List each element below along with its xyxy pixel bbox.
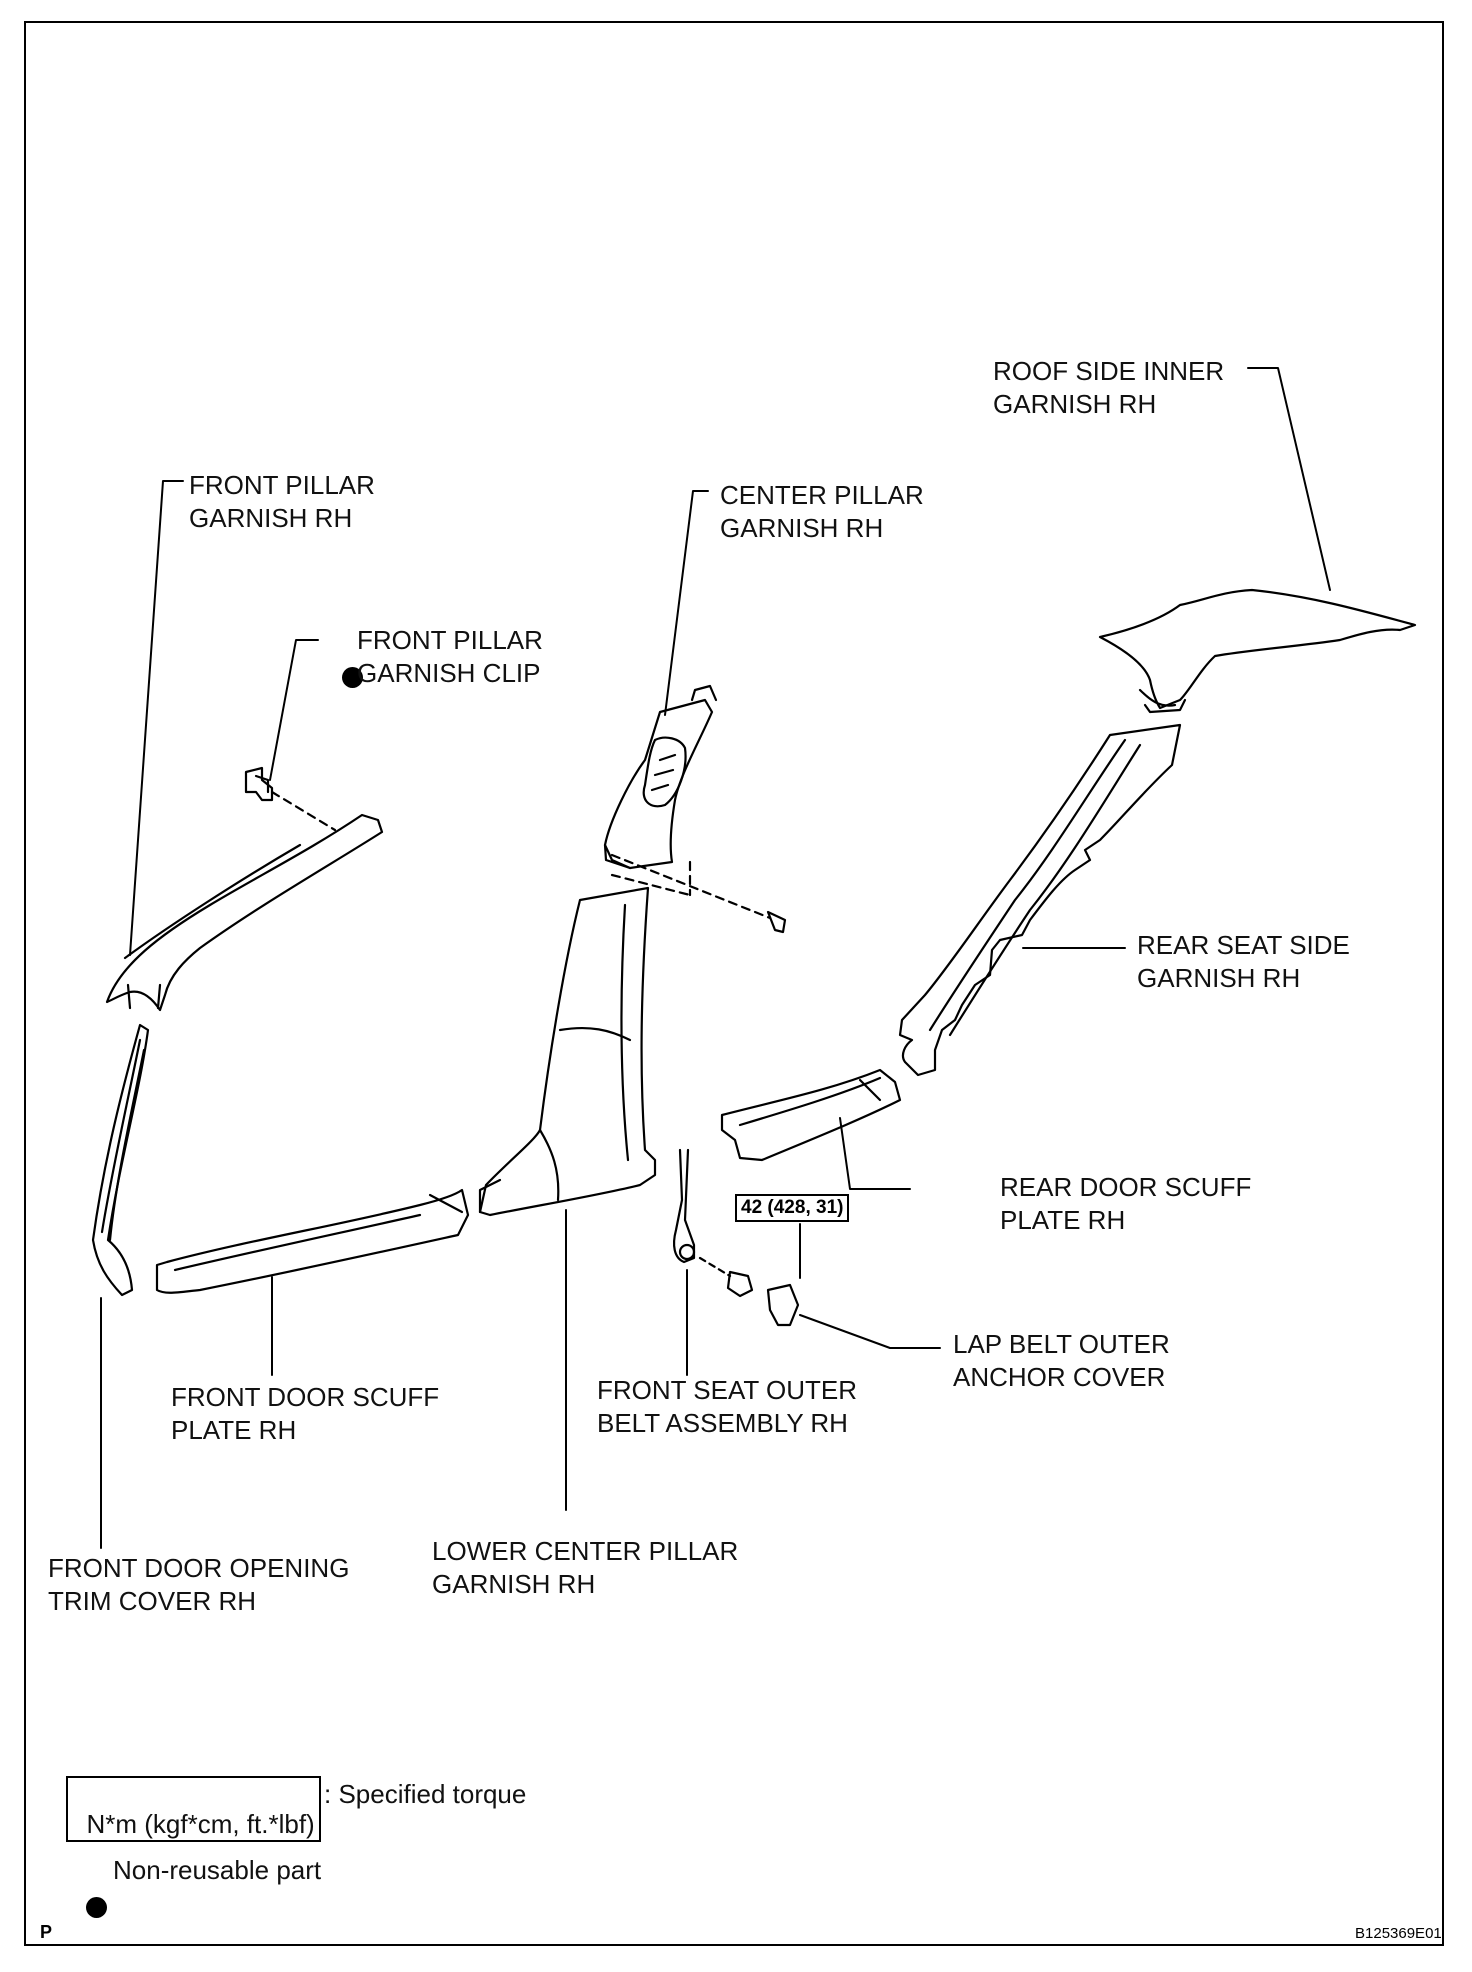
label-center-pillar-garnish: CENTER PILLAR GARNISH RH [720,480,924,543]
legend-torque-desc: : Specified torque [324,1779,527,1809]
front-pillar-garnish-clip-part [244,766,337,832]
front-seat-outer-belt-part [673,1148,754,1298]
front-door-opening-trim-part [91,1023,150,1297]
figure-code: B125369E01 [1355,1925,1442,1942]
front-pillar-garnish-part [105,813,384,1012]
label-front-seat-outer-belt: FRONT SEAT OUTER BELT ASSEMBLY RH [597,1375,858,1438]
lap-belt-outer-anchor-cover-part [766,1283,800,1327]
legend-torque-units-box: N*m (kgf*cm, ft.*lbf) [66,1776,321,1842]
roof-side-inner-garnish-part [1098,588,1417,714]
label-front-pillar-garnish: FRONT PILLAR GARNISH RH [189,470,375,533]
non-reusable-dot-icon [342,666,364,688]
label-roof-side-inner-garnish: ROOF SIDE INNER GARNISH RH [993,356,1225,419]
torque-value: 42 (428, 31) [741,1197,844,1218]
label-front-door-opening-trim: FRONT DOOR OPENING TRIM COVER RH [48,1553,350,1616]
non-reusable-marker [328,626,364,692]
torque-spec-box: 42 (428, 31) [735,1194,850,1222]
rear-seat-side-garnish-part [898,723,1182,1077]
label-lower-center-pillar-garnish: LOWER CENTER PILLAR GARNISH RH [432,1536,739,1599]
diagram-frame [24,21,1444,1946]
legend-non-reusable: Non-reusable part [113,1855,322,1885]
section-letter: P [40,1922,53,1942]
label-rear-seat-side-garnish: REAR SEAT SIDE GARNISH RH [1137,930,1350,993]
rear-door-scuff-plate-part [720,1068,902,1162]
lower-center-pillar-garnish-part [478,886,657,1217]
legend-dot-icon [86,1896,108,1918]
legend-non-reusable-marker [72,1856,108,1922]
label-lap-belt-outer-anchor-cover: LAP BELT OUTER ANCHOR COVER [953,1329,1170,1392]
label-front-pillar-garnish-clip: FRONT PILLAR GARNISH CLIP [357,625,543,688]
label-front-door-scuff-plate: FRONT DOOR SCUFF PLATE RH [171,1382,440,1445]
center-pillar-garnish-part [603,684,787,934]
leader-lines [100,367,1331,1549]
front-door-scuff-plate-part [155,1188,470,1294]
legend-torque-units: N*m (kgf*cm, ft.*lbf) [86,1809,315,1839]
label-rear-door-scuff-plate: REAR DOOR SCUFF PLATE RH [1000,1172,1252,1235]
